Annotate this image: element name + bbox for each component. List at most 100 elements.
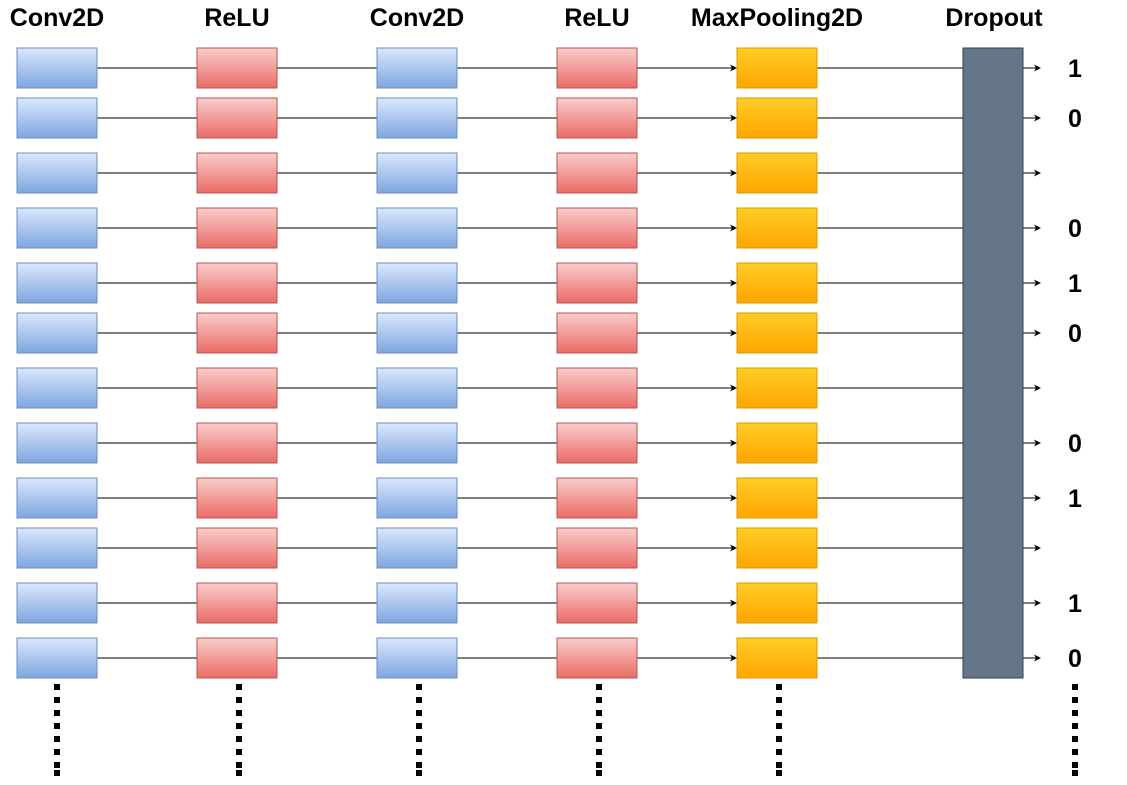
output-value: 0 [1068,105,1082,133]
relu1-unit-block [196,527,278,569]
dropout-block [962,47,1024,679]
output-value: 1 [1068,485,1082,513]
continuation-dot [596,710,602,716]
relu1-unit-block [196,312,278,354]
relu1-unit-block [196,582,278,624]
relu1-unit-block [196,477,278,519]
continuation-dot [1072,684,1078,690]
continuation-dot [1072,723,1078,729]
output-arrowhead-icon [1034,64,1041,72]
relu2-unit-block [556,47,638,89]
arrowhead-icon [730,384,737,392]
conv1-unit-block [16,207,98,249]
output-value: 0 [1068,215,1082,243]
conv2-unit-block [376,527,458,569]
pool-unit-block [736,367,818,409]
continuation-dot [1072,736,1078,742]
output-value: 0 [1068,430,1082,458]
relu1-unit-block [196,367,278,409]
pool-unit-block [736,582,818,624]
conv2-unit-block [376,422,458,464]
relu2-unit-block [556,152,638,194]
conv2-unit-block [376,262,458,304]
continuation-dot [54,684,60,690]
output-arrowhead-icon [1034,599,1041,607]
output-arrowhead-icon [1034,279,1041,287]
relu2-unit-block [556,97,638,139]
conv1-unit-block [16,477,98,519]
header-maxpooling2d: MaxPooling2D [691,4,863,32]
continuation-dot [236,736,242,742]
conv1-unit-block [16,152,98,194]
output-arrowhead-icon [1034,544,1041,552]
continuation-dot [776,684,782,690]
continuation-dot [416,684,422,690]
output-arrowhead-icon [1034,224,1041,232]
continuation-dot [416,723,422,729]
continuation-dot [416,770,422,776]
continuation-dot [236,749,242,755]
continuation-dot [1072,770,1078,776]
conv2-unit-block [376,47,458,89]
output-value: 1 [1068,55,1082,83]
continuation-dot [1072,697,1078,703]
relu1-unit-block [196,422,278,464]
relu2-unit-block [556,527,638,569]
pool-unit-block [736,477,818,519]
continuation-dot [596,736,602,742]
continuation-dot [776,697,782,703]
pool-unit-block [736,262,818,304]
header-relu-1: ReLU [204,4,269,32]
continuation-dot [236,710,242,716]
relu2-unit-block [556,207,638,249]
conv1-unit-block [16,262,98,304]
arrowhead-icon [730,114,737,122]
header-relu-2: ReLU [564,4,629,32]
pool-unit-block [736,207,818,249]
continuation-dot [54,749,60,755]
relu2-unit-block [556,637,638,679]
output-arrowhead-icon [1034,169,1041,177]
connection-lines [97,64,1041,662]
relu2-unit-block [556,477,638,519]
relu2-unit-block [556,422,638,464]
continuation-dot [54,762,60,768]
continuation-dot [596,684,602,690]
continuation-dot [1072,762,1078,768]
pool-unit-block [736,527,818,569]
arrowhead-icon [730,279,737,287]
conv1-unit-block [16,97,98,139]
arrowhead-icon [730,544,737,552]
pool-unit-block [736,312,818,354]
relu2-unit-block [556,262,638,304]
header-conv2d-1: Conv2D [10,4,104,32]
layer-blocks [16,47,818,679]
conv1-unit-block [16,422,98,464]
relu1-unit-block [196,262,278,304]
arrowhead-icon [730,654,737,662]
conv2-unit-block [376,152,458,194]
continuation-dot [416,749,422,755]
header-conv2d-2: Conv2D [370,4,464,32]
continuation-dot [776,762,782,768]
continuation-dot [596,762,602,768]
continuation-dot [416,762,422,768]
continuation-dot [54,770,60,776]
output-arrowhead-icon [1034,384,1041,392]
output-arrowhead-icon [1034,329,1041,337]
continuation-dot [416,710,422,716]
arrowhead-icon [730,599,737,607]
continuation-dots [54,684,1078,776]
output-value: 0 [1068,645,1082,673]
conv1-unit-block [16,527,98,569]
conv1-unit-block [16,47,98,89]
pool-unit-block [736,97,818,139]
continuation-dot [1072,710,1078,716]
pool-unit-block [736,47,818,89]
output-value: 1 [1068,270,1082,298]
conv2-unit-block [376,367,458,409]
relu2-unit-block [556,367,638,409]
continuation-dot [54,710,60,716]
arrowhead-icon [730,64,737,72]
